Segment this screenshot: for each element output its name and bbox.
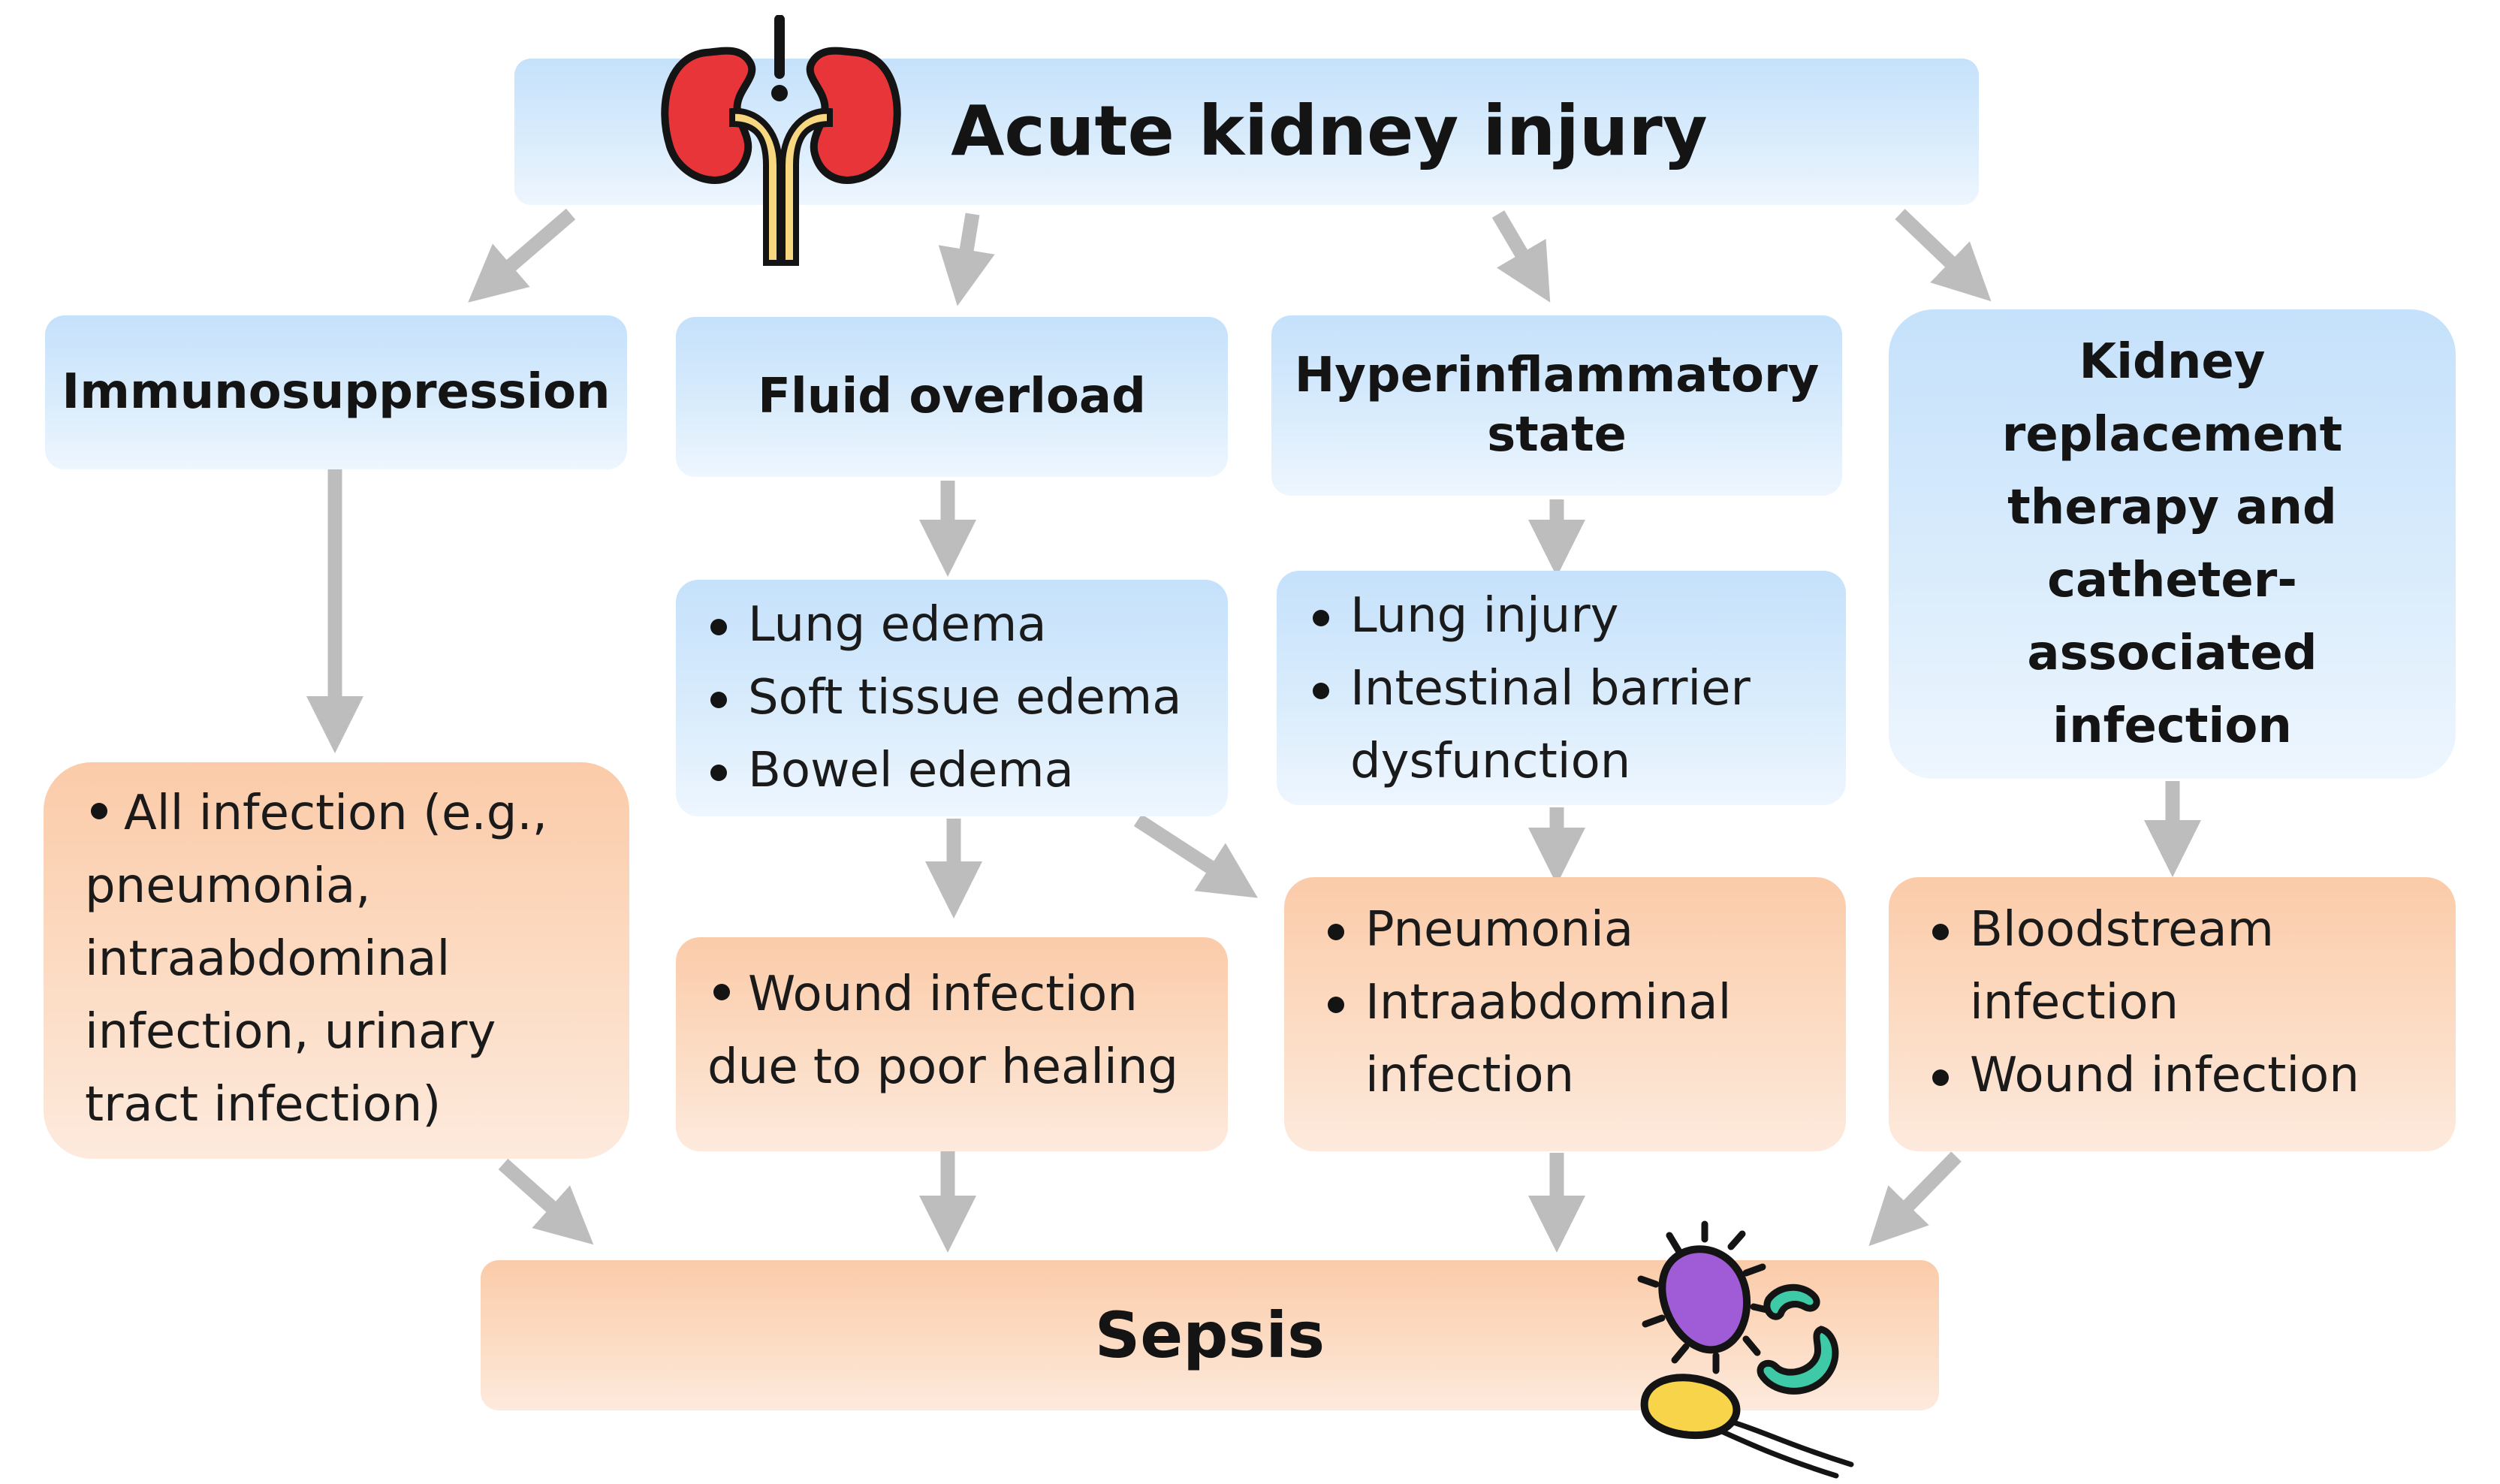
inflammatory-infection-box: Pneumonia Intraabdominal infection <box>1284 877 1846 1151</box>
wound-infection-text: Wound infection due to poor healing <box>707 967 1178 1095</box>
wound-infection-box: Wound infection due to poor healing <box>676 937 1228 1151</box>
krt-infection-box: Bloodstream infection Wound infection <box>1889 877 2456 1151</box>
krt-infection-list: Bloodstream infection Wound infection <box>1928 894 2456 1112</box>
bacteria-icon <box>1637 1220 1854 1479</box>
arrow-aki-to-krt <box>1895 209 1992 302</box>
arrow-krt-infection-to-sepsis <box>1868 1151 1962 1247</box>
sepsis-title: Sepsis <box>1094 1298 1325 1372</box>
list-item: Intestinal barrier dysfunction <box>1308 653 1793 798</box>
fluid-overload-box: Fluid overload <box>676 317 1228 477</box>
list-item: Lung edema <box>706 589 1228 662</box>
list-item: Lung injury <box>1308 580 1846 653</box>
list-item: Wound infection <box>1928 1039 2456 1112</box>
aki-title: Acute kidney injury <box>951 91 1708 172</box>
list-item: Soft tissue edema <box>706 662 1228 734</box>
inflammatory-effects-list: Lung injury Intestinal barrier dysfuncti… <box>1308 580 1846 798</box>
fluid-effects-list: Lung edema Soft tissue edema Bowel edema <box>706 589 1228 807</box>
arrow-immuno-infection-to-sepsis <box>498 1158 594 1245</box>
list-item: Bloodstream infection <box>1928 894 2315 1039</box>
list-item: Intraabdominal infection <box>1323 967 1756 1112</box>
bullet-icon <box>713 984 730 1001</box>
list-item: Bowel edema <box>706 734 1228 807</box>
list-item: Pneumonia <box>1323 894 1846 967</box>
krt-box: Kidney replacement therapy and catheter-… <box>1889 309 2456 779</box>
immuno-infection-text: All infection (e.g., pneumonia, intraabd… <box>85 786 548 1133</box>
fluid-overload-title: Fluid overload <box>758 368 1146 424</box>
inflammatory-effects-box: Lung injury Intestinal barrier dysfuncti… <box>1277 571 1846 805</box>
hyperinflammatory-title: Hyperinflammatory state <box>1294 347 1820 463</box>
arrow-fluid-effects-to-pneumonia <box>1133 814 1258 898</box>
immunosuppression-title: Immunosuppression <box>62 363 611 420</box>
inflammatory-infection-list: Pneumonia Intraabdominal infection <box>1323 894 1846 1112</box>
arrow-aki-to-fluid <box>938 213 995 306</box>
immuno-infection-box: All infection (e.g., pneumonia, intraabd… <box>44 762 629 1159</box>
bullet-icon <box>91 803 107 820</box>
hyperinflammatory-box: Hyperinflammatory state <box>1271 315 1842 496</box>
immunosuppression-box: Immunosuppression <box>45 315 627 469</box>
krt-title: Kidney replacement therapy and catheter-… <box>2001 333 2343 754</box>
fluid-effects-box: Lung edema Soft tissue edema Bowel edema <box>676 580 1228 816</box>
kidney-icon <box>661 15 901 266</box>
arrow-aki-to-inflammatory <box>1491 210 1551 303</box>
arrow-aki-to-immunosuppression <box>468 208 576 303</box>
